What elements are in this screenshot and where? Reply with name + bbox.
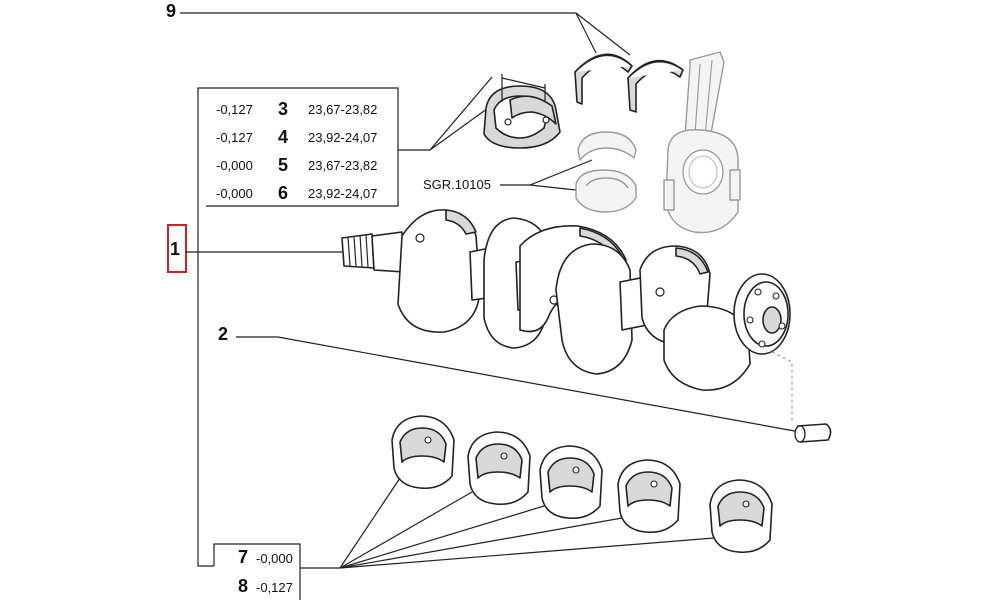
table-row: -0,127 4 23,92-24,07 [216, 127, 377, 147]
leaders-7-8 [339, 477, 715, 569]
thrust-half-washer-left [574, 53, 633, 105]
crankshaft [341, 209, 791, 391]
row-offset: -0,000 [216, 186, 253, 201]
main-bearing-shell [709, 479, 773, 554]
item7-offset: -0,000 [256, 551, 293, 566]
row-range: 23,67-23,82 [308, 102, 377, 117]
dowel-pin [794, 423, 832, 443]
row-ref: 3 [278, 99, 288, 119]
callout-2: 2 [218, 324, 228, 344]
thrust-half-washer-right [627, 59, 684, 113]
row-offset: -0,000 [216, 158, 253, 173]
leader-2 [236, 336, 801, 433]
table-row: -0,000 6 23,92-24,07 [216, 183, 377, 203]
callout-9: 9 [166, 1, 176, 21]
reference-label: SGR.10105 [423, 177, 491, 192]
row-ref: 5 [278, 155, 288, 175]
dowel-guide-line [771, 351, 793, 422]
callout-8: 8 [238, 576, 248, 596]
row-range: 23,92-24,07 [308, 186, 377, 201]
callout-7: 7 [238, 547, 248, 567]
highlight-box [167, 224, 187, 273]
flanged-thrust-bearing [483, 74, 561, 149]
main-bearing-shell [617, 459, 681, 534]
main-bearing-shell [391, 415, 455, 490]
row-offset: -0,127 [216, 102, 253, 117]
table-row: -0,127 3 23,67-23,82 [216, 99, 377, 119]
group-bracket [197, 87, 214, 567]
leader-9-right [180, 12, 631, 56]
row-ref: 4 [278, 127, 288, 147]
item8-offset: -0,127 [256, 580, 293, 595]
table-row: -0,000 5 23,67-23,82 [216, 155, 377, 175]
table-bracket [206, 87, 399, 207]
connecting-rod [663, 51, 741, 234]
bracket-7-8 [213, 543, 301, 600]
row-offset: -0,127 [216, 130, 253, 145]
row-range: 23,92-24,07 [308, 130, 377, 145]
row-ref: 6 [278, 183, 288, 203]
callout-1: 1 [170, 239, 180, 259]
row-range: 23,67-23,82 [308, 158, 377, 173]
faint-bearing-shells [575, 131, 637, 213]
leader-9-left [575, 12, 597, 54]
main-bearing-shell [467, 431, 531, 506]
bearing-table: -0,127 3 23,67-23,82 -0,127 4 23,92-24,0… [216, 99, 377, 203]
main-bearing-shell [539, 445, 603, 520]
